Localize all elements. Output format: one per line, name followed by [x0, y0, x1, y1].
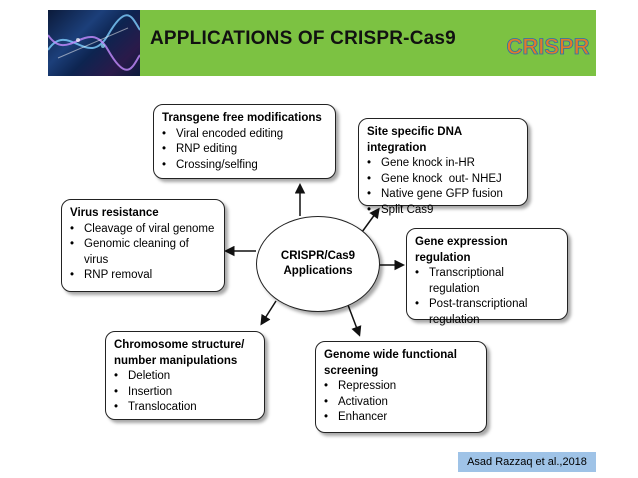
node-title: Gene expression regulation — [415, 236, 508, 264]
list-item: Split Cas9 — [367, 203, 519, 219]
list-item-continuation: virus — [84, 253, 109, 266]
center-line-2: Applications — [283, 265, 353, 277]
list-item-continuation: regulation — [429, 313, 480, 326]
node-list: Gene knock in-HR Gene knock out- NHEJ Na… — [367, 156, 519, 218]
list-item: Crossing/selfing — [162, 158, 327, 174]
node-list: Repression Activation Enhancer — [324, 379, 478, 426]
node-title: Virus resistance — [70, 207, 159, 219]
node-list: Cleavage of viral genome Genomic cleanin… — [70, 222, 216, 284]
node-title-line-2: number manipulations — [114, 354, 238, 367]
crispr-logo-text: CRISPR — [506, 34, 589, 59]
arrow-to-genome-wide — [347, 304, 362, 337]
list-item: Insertion — [114, 385, 256, 401]
center-node: CRISPR/Cas9 Applications — [256, 216, 380, 312]
arrow-to-chromosome — [260, 300, 277, 326]
list-item: Gene knock out- NHEJ — [367, 172, 519, 188]
node-title: Site specific DNA integration — [367, 126, 462, 154]
list-item: Translocation — [114, 400, 256, 416]
list-item: Transcriptional — [415, 266, 559, 282]
node-transgene-free: Transgene free modifications Viral encod… — [153, 104, 336, 179]
node-genome-wide: Genome wide functional screening Repress… — [315, 341, 487, 433]
node-list: Deletion Insertion Translocation — [114, 369, 256, 416]
list-item: Enhancer — [324, 410, 478, 426]
list-item: Gene knock in-HR — [367, 156, 519, 172]
node-list: Transcriptional regulation Post-transcri… — [415, 266, 559, 328]
node-virus-resistance: Virus resistance Cleavage of viral genom… — [61, 199, 225, 292]
list-item: RNP editing — [162, 142, 327, 158]
node-title-line-1: Genome wide functional — [324, 349, 457, 361]
list-item: RNP removal — [70, 268, 216, 284]
page-title: APPLICATIONS OF CRISPR-Cas9 — [150, 28, 456, 49]
node-title-line-1: Chromosome structure/ — [114, 339, 245, 351]
dna-helix-graphic — [48, 14, 140, 71]
node-gene-expression: Gene expression regulation Transcription… — [406, 228, 568, 326]
list-item: Cleavage of viral genome — [70, 222, 216, 238]
list-item-continuation: regulation — [429, 282, 480, 295]
list-item: Genomic cleaning of — [70, 237, 216, 253]
list-item: Viral encoded editing — [162, 127, 327, 143]
center-line-1: CRISPR/Cas9 — [280, 250, 356, 262]
list-item: Native gene GFP fusion — [367, 187, 519, 203]
dna-helix-image — [48, 10, 140, 76]
node-list: Viral encoded editing RNP editing Crossi… — [162, 127, 327, 174]
crispr-logo: CRISPR — [506, 34, 590, 60]
list-item: Post-transcriptional — [415, 297, 559, 313]
node-title-line-2: screening — [324, 364, 379, 377]
list-item: Activation — [324, 395, 478, 411]
list-item: Deletion — [114, 369, 256, 385]
node-chromosome: Chromosome structure/ number manipulatio… — [105, 331, 265, 420]
list-item: Repression — [324, 379, 478, 395]
citation: Asad Razzaq et al.,2018 — [458, 452, 596, 472]
node-title: Transgene free modifications — [162, 112, 322, 124]
node-site-specific: Site specific DNA integration Gene knock… — [358, 118, 528, 218]
